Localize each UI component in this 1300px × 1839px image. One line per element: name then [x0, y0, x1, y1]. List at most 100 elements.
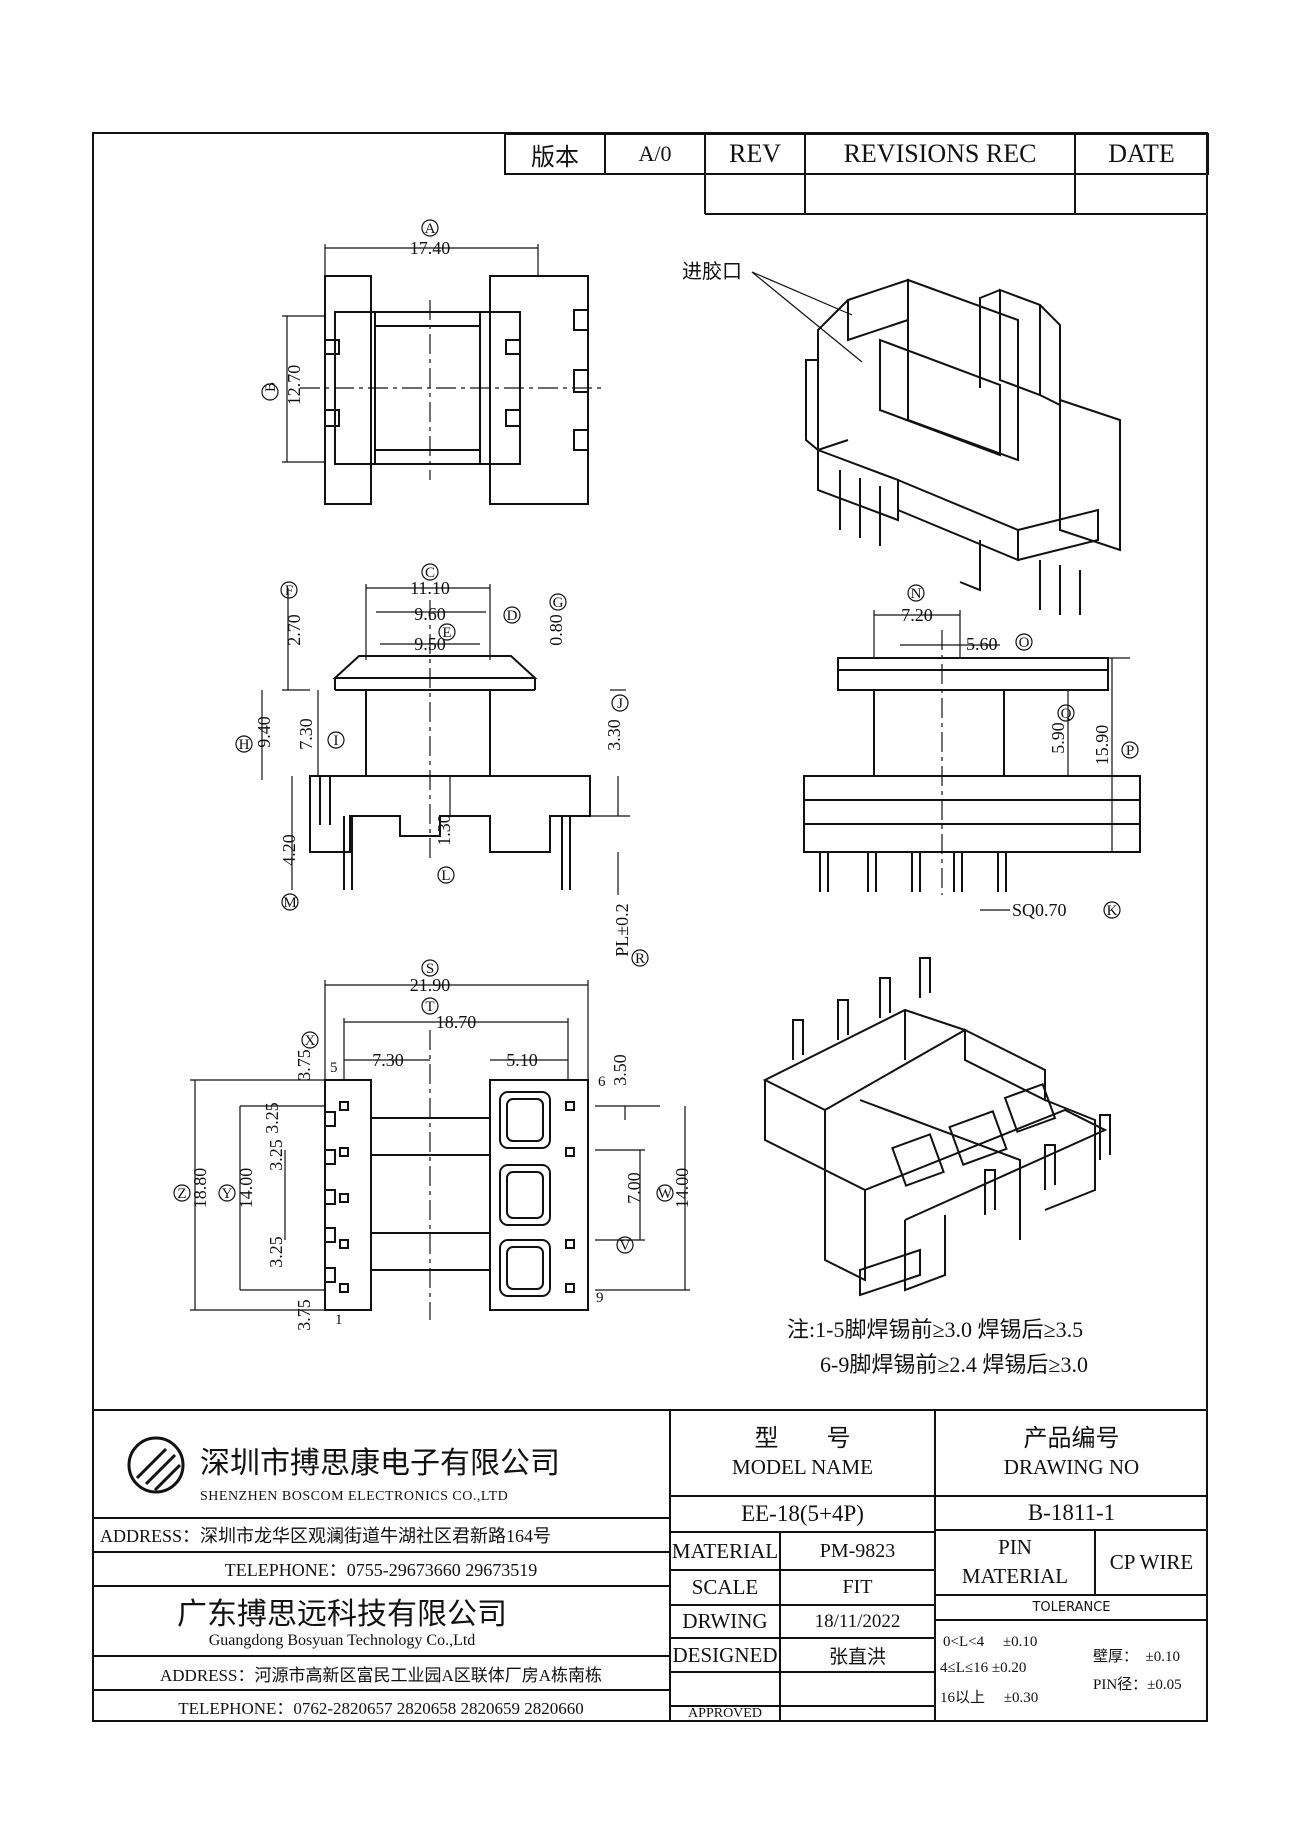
dim-5-90: 5.90: [1048, 722, 1068, 754]
label-z: Z: [177, 1186, 186, 1202]
label-q: Q: [1061, 706, 1072, 722]
dim-3-50: 3.50: [610, 1054, 630, 1086]
dim-15-90: 15.90: [1092, 725, 1112, 766]
drawing-label: DRWING: [682, 1609, 768, 1633]
drawing-value: B-1811-1: [1027, 1500, 1116, 1525]
bottom-view-labels: S 21.90 T 18.70 7.30 5.10 X 3.75 3.75 Z …: [177, 961, 692, 1331]
label-r: R: [635, 951, 645, 967]
date-label: DATE: [1108, 139, 1175, 168]
dim-21-90: 21.90: [410, 975, 451, 995]
label-g: G: [553, 595, 564, 611]
rev-label: REV: [729, 139, 781, 168]
dim-3-30: 3.30: [604, 719, 624, 751]
dim-3-25-b: 3.25: [266, 1139, 286, 1171]
tolerance-2: 4≤L≤16 ±0.20: [940, 1659, 1027, 1676]
dim-14-00-left: 14.00: [236, 1168, 256, 1209]
revisions-label: REVISIONS REC: [843, 139, 1037, 168]
scale-value: FIT: [842, 1576, 873, 1598]
drawing-no-en: DRAWING NO: [1003, 1454, 1140, 1479]
company1-cn: 深圳市搏思康电子有限公司: [200, 1447, 560, 1480]
front-view: [309, 600, 591, 890]
label-x: X: [305, 1033, 316, 1049]
dim-2-70: 2.70: [284, 614, 304, 646]
label-i: I: [334, 733, 339, 749]
gate-label: 进胶口: [682, 260, 742, 283]
label-t: T: [425, 999, 434, 1015]
company1-en: SHENZHEN BOSCOM ELECTRONICS CO.,LTD: [200, 1489, 509, 1504]
version-label: 版本: [531, 144, 579, 171]
dim-5-10: 5.10: [506, 1050, 538, 1070]
label-l: L: [441, 868, 450, 884]
pin-6: 6: [598, 1074, 606, 1090]
label-k: K: [1107, 903, 1118, 919]
dim-9-40: 9.40: [254, 716, 274, 748]
label-c: C: [425, 565, 435, 581]
dim-18-80: 18.80: [190, 1168, 210, 1209]
label-d: D: [507, 608, 518, 624]
approved-value: [780, 1706, 935, 1722]
note-line-1: 注:1-5脚焊锡前≥3.0 焊锡后≥3.5: [787, 1317, 1083, 1342]
tolerance-label: TOLERANCE: [1032, 1600, 1111, 1615]
dim-9-60: 9.60: [414, 604, 446, 624]
dim-7-00: 7.00: [624, 1172, 644, 1204]
iso-top-view: [805, 278, 1121, 615]
side-view: [803, 630, 1141, 895]
dim-3-25-a: 3.25: [262, 1102, 282, 1134]
model-name-en: MODEL NAME: [732, 1454, 873, 1479]
label-w: W: [658, 1186, 673, 1202]
dim-14-00-right: 14.00: [672, 1168, 692, 1209]
note-line-2: 6-9脚焊锡前≥2.4 焊锡后≥3.0: [820, 1352, 1088, 1377]
tolerance-1: 0<L<4 ±0.10: [943, 1633, 1038, 1650]
dim-11-10: 11.10: [410, 578, 450, 598]
title-block-grid: [92, 1409, 1208, 1722]
dim-7-20: 7.20: [901, 605, 933, 625]
drawing-date: 18/11/2022: [814, 1610, 901, 1632]
side-view-labels: N 7.20 5.60 O 5.90 Q 15.90 P SQ0.70 K: [901, 586, 1134, 920]
label-j: J: [617, 696, 623, 712]
boscom-logo-icon: [127, 1436, 185, 1494]
pin-material-label-1: PIN: [998, 1534, 1032, 1559]
label-b: B: [263, 382, 279, 392]
dim-3-75-bottom: 3.75: [294, 1299, 314, 1331]
dim-1-30: 1.30: [434, 814, 454, 846]
label-f: F: [285, 583, 293, 599]
notes: 注:1-5脚焊锡前≥3.0 焊锡后≥3.5 6-9脚焊锡前≥2.4 焊锡后≥3.…: [787, 1317, 1088, 1377]
dim-3-75-top: 3.75: [294, 1049, 314, 1081]
version-value: A/0: [638, 141, 672, 166]
dim-17-40: 17.40: [410, 238, 451, 258]
dim-7-30: 7.30: [296, 718, 316, 750]
dim-7-30-bottom: 7.30: [372, 1050, 404, 1070]
gate-leader: [751, 271, 863, 363]
telephone2: TELEPHONE：0762-2820657 2820658 2820659 2…: [178, 1698, 584, 1718]
tolerance-pin: PIN径：±0.05: [1093, 1676, 1182, 1693]
label-e: E: [442, 625, 451, 641]
tolerance-wall: 壁厚： ±0.10: [1093, 1648, 1180, 1665]
front-view-labels: C 11.10 9.60 D E 9.50 F 2.70 G 0.80 H 9.…: [239, 565, 645, 967]
dim-sq-0-70: SQ0.70: [1012, 900, 1067, 920]
label-p: P: [1126, 743, 1134, 759]
model-value: EE-18(5+4P): [741, 1501, 864, 1526]
tolerance-3: 16以上 ±0.30: [940, 1689, 1039, 1706]
pin-9: 9: [596, 1290, 604, 1306]
dim-0-80: 0.80: [546, 614, 566, 646]
label-a: A: [425, 221, 436, 237]
company2-cn: 广东搏思远科技有限公司: [177, 1598, 507, 1631]
bottom-view: [324, 1030, 589, 1320]
pin-1: 1: [335, 1312, 343, 1328]
label-m: M: [283, 895, 296, 911]
top-view-labels: A 17.40 B 12.70: [263, 221, 450, 405]
top-view: [300, 275, 605, 505]
label-o: O: [1019, 635, 1030, 651]
pin-material-label-2: MATERIAL: [961, 1563, 1069, 1588]
label-v: V: [620, 1238, 631, 1254]
company2-en: Guangdong Bosyuan Technology Co.,Ltd: [208, 1632, 476, 1649]
designed-label: DESIGNED: [672, 1642, 778, 1667]
pin-material-value: CP WIRE: [1109, 1550, 1194, 1574]
top-view-dims: [261, 219, 539, 463]
label-n: N: [911, 586, 922, 602]
model-name-cn: 型 号: [754, 1425, 851, 1452]
designed-value: 张直洪: [828, 1646, 886, 1668]
revision-table: [504, 133, 1209, 215]
dim-4-20: 4.20: [279, 834, 299, 866]
material-label: MATERIAL: [671, 1538, 779, 1563]
